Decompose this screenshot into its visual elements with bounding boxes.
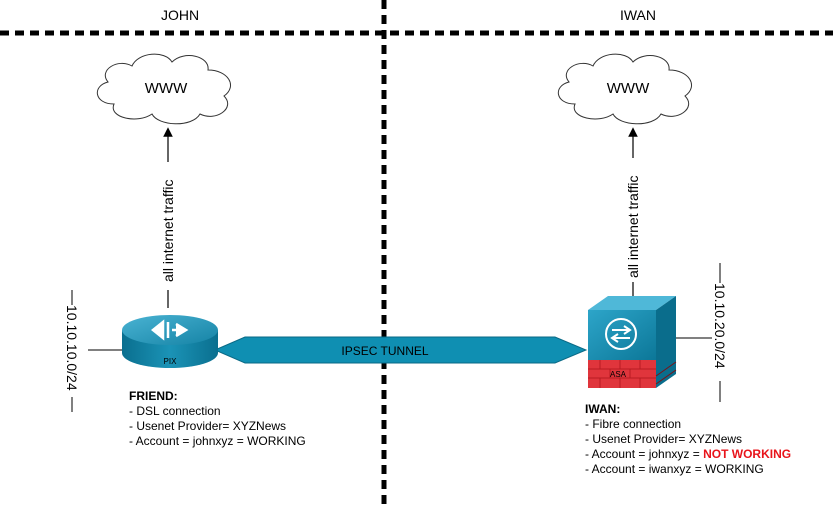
subnet-label-left: 10.10.10.0/24 <box>64 305 80 391</box>
not-working-status: NOT WORKING <box>703 447 792 461</box>
iwan-note-line: - Fibre connection <box>585 417 682 431</box>
www-label-left: WWW <box>145 80 188 97</box>
pix-firewall-device: PIX <box>122 315 218 368</box>
asa-firewall-device: ASA <box>588 296 677 388</box>
traffic-label-left: all internet traffic <box>160 180 176 282</box>
iwan-note-line: - Account = johnxyz = NOT WORKING <box>585 447 791 462</box>
internet-cloud-left: WWW <box>97 53 231 125</box>
pix-firewall-icon <box>150 319 189 341</box>
iwan-note-line: - Usenet Provider= XYZNews <box>585 432 743 446</box>
internet-cloud-right: WWW <box>558 53 692 125</box>
pix-label: PIX <box>164 357 178 366</box>
www-label-right: WWW <box>607 80 650 97</box>
friend-notes: FRIEND: - DSL connection - Usenet Provid… <box>129 389 306 449</box>
iwan-notes-title: IWAN: <box>585 402 621 416</box>
asa-label: ASA <box>610 370 627 379</box>
traffic-label-right: all internet traffic <box>625 176 641 278</box>
asa-crypto-icon <box>605 318 637 350</box>
iwan-account-prefix: - Account = johnxyz = <box>585 447 704 461</box>
site-john-label: JOHN <box>161 7 199 23</box>
tunnel-label: IPSEC TUNNEL <box>341 344 428 358</box>
friend-note-line: - DSL connection <box>129 404 221 418</box>
iwan-note-line: - Account = iwanxyz = WORKING <box>585 462 764 476</box>
friend-notes-title: FRIEND: <box>129 389 178 403</box>
friend-note-line: - Usenet Provider= XYZNews <box>129 419 287 433</box>
iwan-notes: IWAN: - Fibre connection - Usenet Provid… <box>585 402 791 477</box>
ipsec-tunnel: IPSEC TUNNEL <box>213 336 588 364</box>
subnet-label-right: 10.10.20.0/24 <box>712 283 728 369</box>
site-iwan-label: IWAN <box>620 7 656 23</box>
friend-note-line: - Account = johnxyz = WORKING <box>129 434 306 448</box>
